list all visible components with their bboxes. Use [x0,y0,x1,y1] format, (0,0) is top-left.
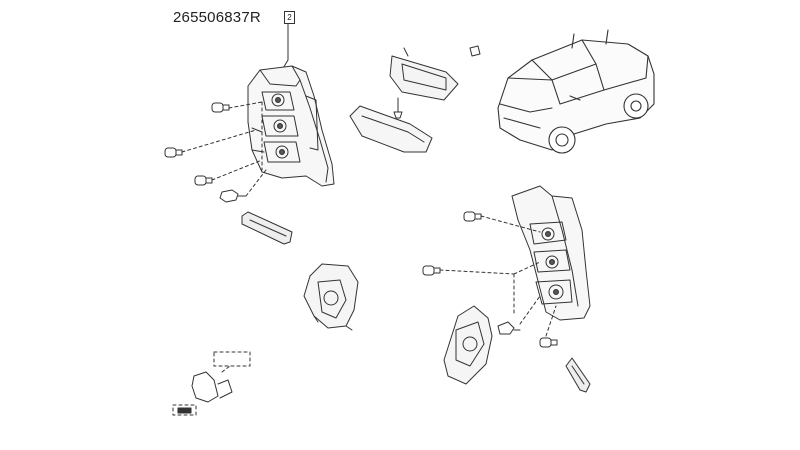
callout-box: 2 [284,11,295,24]
third-brake-cover [349,105,433,153]
right-bulb-socket [497,321,521,335]
right-bulb-2 [422,265,441,276]
part-number-label: 265506837R [173,9,261,26]
third-brake-light [389,47,459,119]
right-bulb-3 [539,337,558,348]
right-dashed-leaders [439,215,557,337]
right-bulb-1 [463,211,482,222]
third-brake-screw [469,45,481,57]
left-dashed-leaders [181,101,267,197]
left-tail-lamp-assembly [247,65,335,187]
left-bulb-3 [194,175,213,186]
left-bulb-holder [303,263,359,331]
left-bulb-1 [211,102,230,113]
right-bulb-holder [443,305,493,385]
callout-leader-line [281,23,289,71]
left-bulb-socket [219,189,247,203]
vehicle-illustration [497,29,655,154]
right-tail-lamp-assembly [511,185,591,321]
left-reflector-strip [241,211,293,245]
left-bulb-2 [164,147,183,158]
bulb-socket-assembly [172,351,251,416]
right-reflector-strip [565,357,591,393]
